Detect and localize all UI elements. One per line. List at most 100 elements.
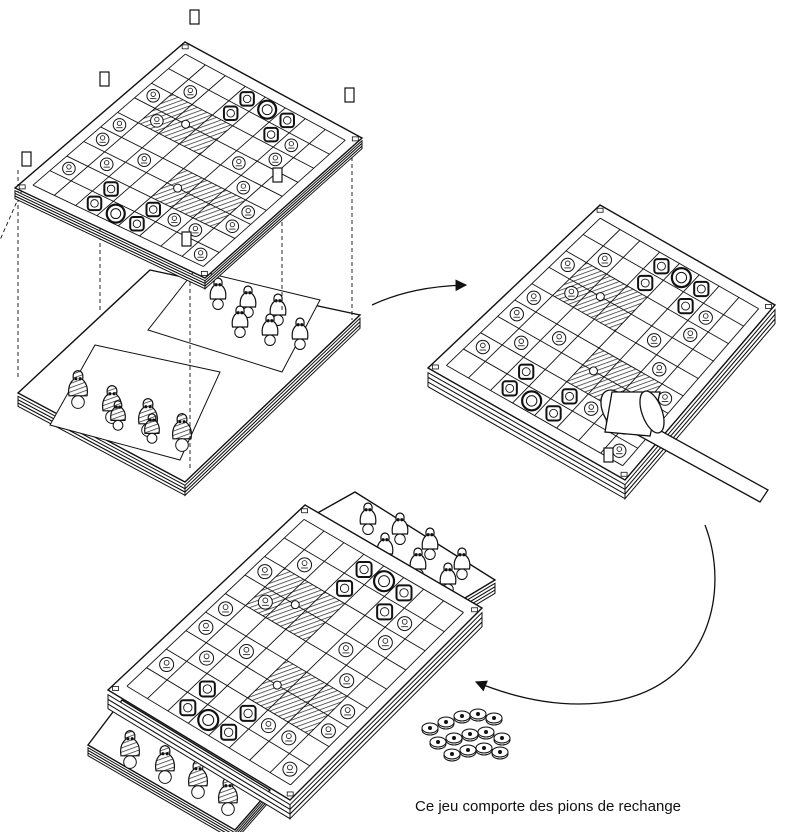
king-piece [372, 570, 396, 593]
pawn-piece [95, 132, 110, 147]
pawn-piece [257, 594, 273, 610]
piece-cutout [239, 285, 257, 308]
framed-piece [239, 704, 257, 722]
pawn-piece [698, 310, 713, 325]
board-top [13, 41, 364, 279]
pawn-piece [338, 642, 354, 658]
pawn-piece [297, 557, 313, 573]
framed-piece [518, 363, 535, 380]
piece-cutout [439, 562, 457, 585]
pawn-piece [475, 339, 491, 355]
peg [344, 87, 355, 103]
framed-piece [129, 216, 145, 232]
peg [189, 9, 200, 25]
pawn-piece [159, 657, 175, 673]
peg [21, 151, 32, 167]
pawn-piece [683, 327, 698, 342]
pawn-piece [652, 362, 667, 377]
king-piece [670, 266, 692, 289]
pawn-piece [198, 619, 214, 635]
pawn-piece [146, 89, 161, 103]
framed-piece [395, 584, 413, 602]
board-with-trays-open [86, 491, 497, 832]
piece-cutout [209, 277, 227, 300]
pawn-piece [551, 331, 567, 346]
pawn-piece [183, 85, 198, 99]
pawn-piece [241, 205, 255, 219]
assembled-board-with-mallet [426, 204, 777, 503]
framed-piece [355, 561, 373, 579]
peg [603, 447, 614, 463]
framed-piece [677, 297, 694, 315]
piece-cutout [421, 527, 439, 550]
piece-cutout [120, 729, 140, 757]
spare-pieces-caption: Ce jeu comporte des pions de rechange [415, 798, 682, 815]
framed-piece [637, 274, 654, 292]
pawn-piece [260, 718, 276, 734]
spare-pieces [421, 708, 511, 762]
piece-cutout [453, 547, 471, 570]
king-piece [257, 99, 278, 120]
pawn-piece [218, 601, 234, 617]
pawn-piece [509, 307, 524, 322]
pawn-piece [646, 333, 662, 348]
arrow-curved-icon [474, 524, 716, 705]
piece-cutout [155, 744, 175, 772]
pawn-piece [62, 161, 76, 176]
peg [181, 231, 192, 247]
pawn-piece [584, 401, 599, 416]
framed-piece [693, 280, 710, 298]
piece-cutout [291, 317, 309, 340]
peg [99, 71, 110, 87]
pawn-piece [560, 257, 575, 273]
pawn-piece [597, 252, 612, 268]
pawn-piece [564, 285, 579, 301]
pawn-piece [150, 114, 164, 128]
framed-piece [103, 181, 119, 197]
framed-piece [653, 258, 670, 275]
pawn-piece [167, 212, 182, 227]
framed-piece [561, 388, 578, 405]
pawn-piece [339, 673, 355, 689]
framed-piece [501, 380, 518, 397]
pawn-piece [112, 118, 127, 132]
framed-piece [222, 105, 239, 122]
pawn-piece [232, 156, 246, 170]
exploded-view [0, 9, 364, 497]
piece-cutout [409, 547, 427, 570]
framed-piece [220, 723, 238, 741]
pawn-piece [238, 644, 254, 660]
framed-piece [86, 195, 103, 212]
piece-cutout [261, 313, 279, 336]
pawn-piece [193, 247, 208, 262]
pawn-piece [257, 564, 273, 580]
framed-piece [279, 112, 295, 129]
pawn-piece [284, 138, 299, 153]
pawn-piece [282, 761, 298, 777]
piece-cutout [68, 369, 88, 397]
piece-cutout [110, 400, 126, 421]
king-piece [197, 708, 220, 732]
framed-piece [376, 603, 394, 621]
king-piece [105, 203, 126, 224]
king-piece [521, 390, 543, 412]
framed-piece [336, 579, 354, 597]
pawn-piece [612, 443, 627, 458]
pawn-piece [281, 730, 297, 746]
pawn-piece [526, 290, 541, 305]
pawn-piece [199, 650, 215, 666]
piece-cutout [391, 512, 409, 535]
framed-piece [239, 91, 255, 107]
pawn-piece [137, 153, 152, 168]
pawn-piece [320, 723, 336, 739]
framed-piece [145, 201, 161, 218]
framed-piece [198, 680, 216, 698]
framed-piece [545, 405, 562, 422]
pawn-piece [99, 157, 114, 172]
pawn-piece [657, 391, 673, 406]
piece-cutout [359, 502, 377, 525]
piece-cutout [172, 412, 192, 440]
framed-piece [263, 126, 279, 143]
framed-piece [179, 699, 197, 717]
